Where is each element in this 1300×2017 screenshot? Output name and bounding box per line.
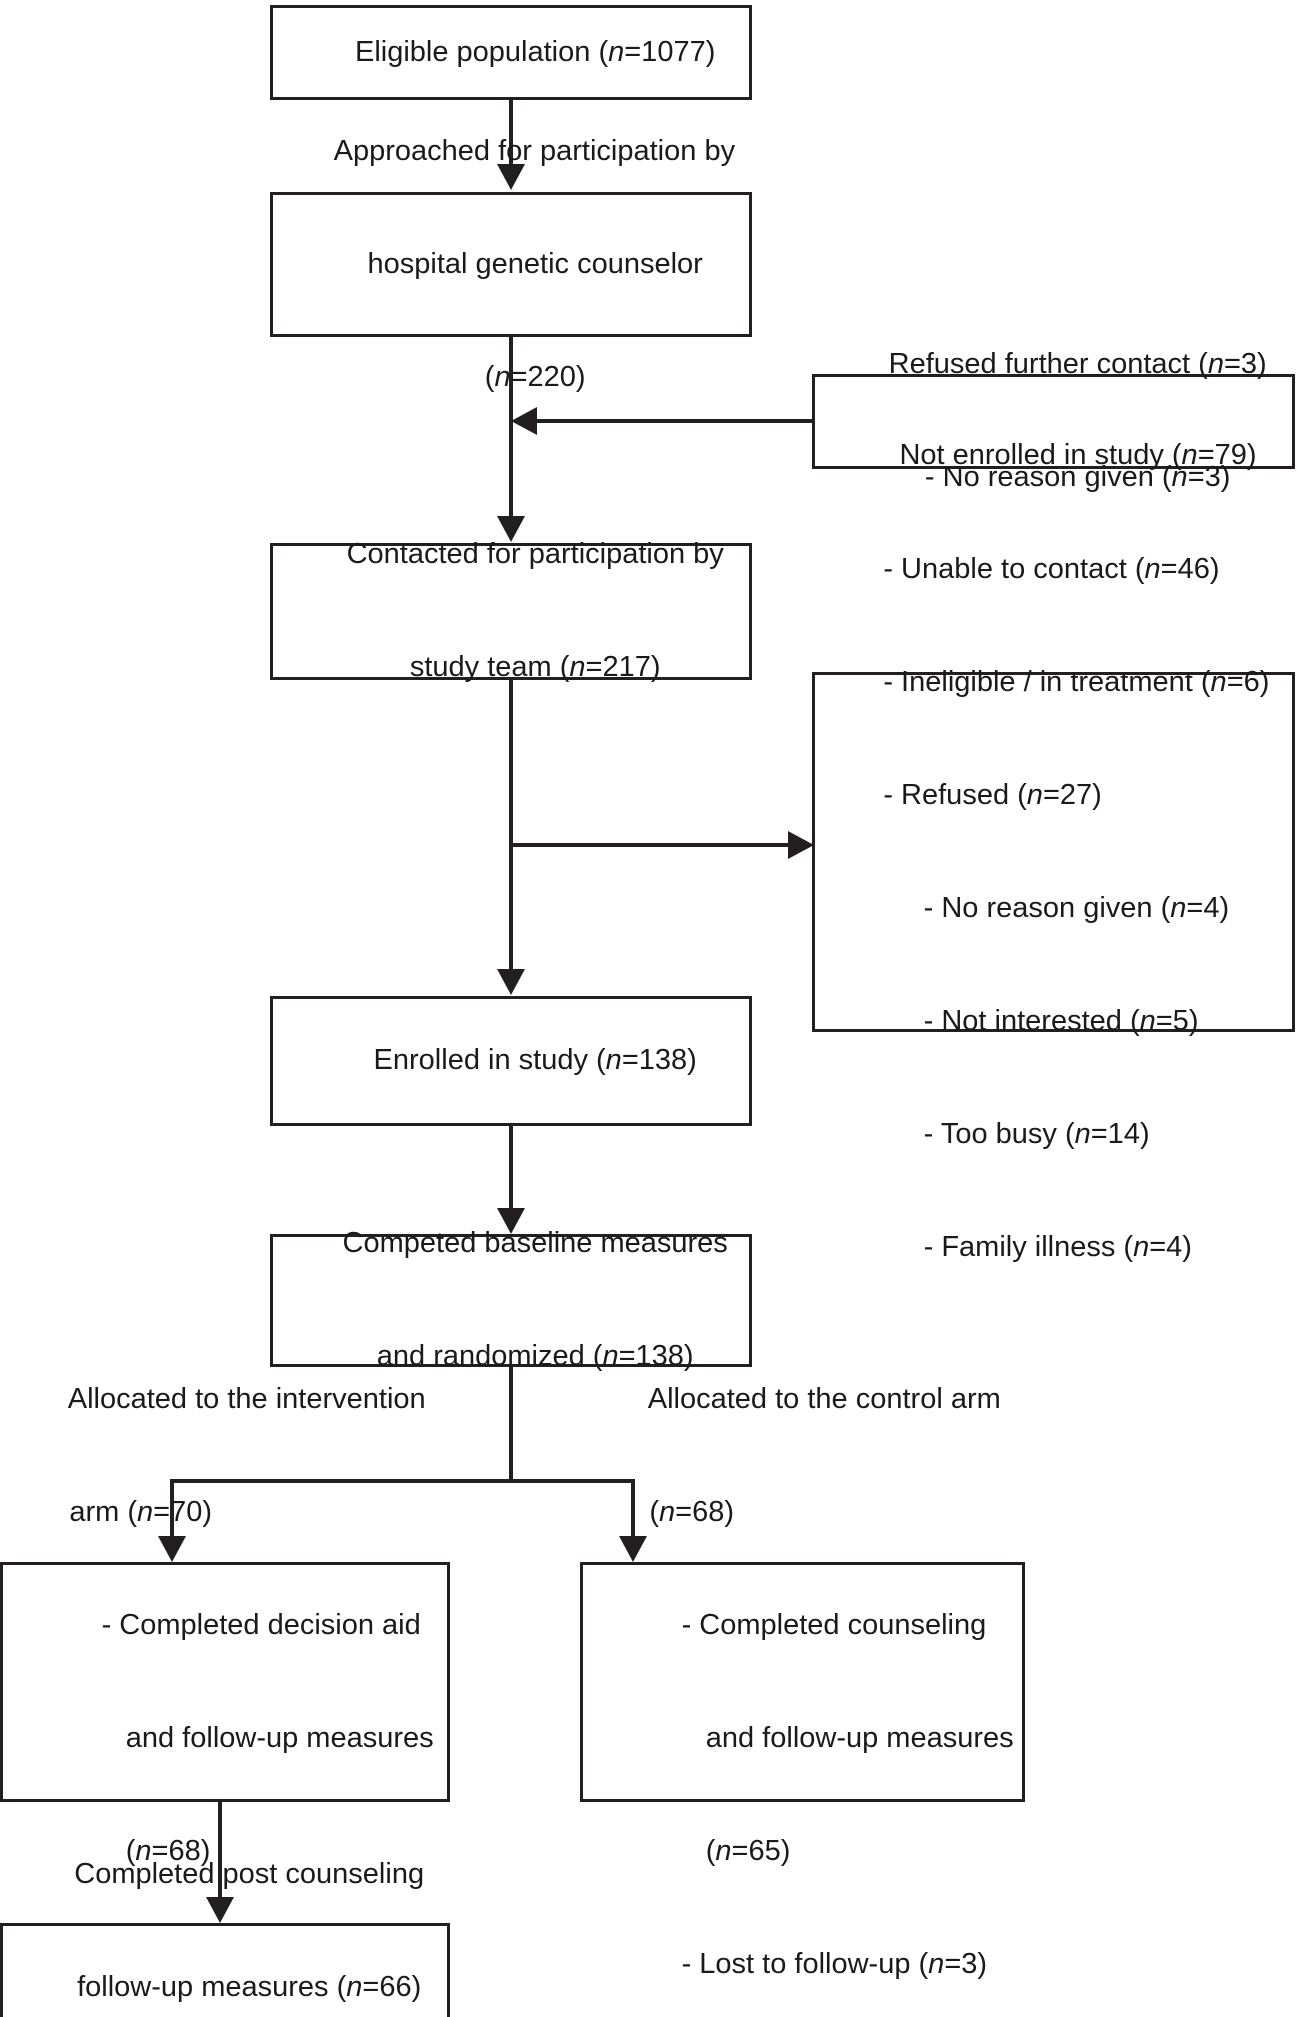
connector-refused-to-spine [525, 419, 815, 423]
node-eligible-population: Eligible population (n=1077) [270, 5, 752, 100]
node-line: Allocated to the control arm [647, 1382, 1001, 1415]
node-line: - Family illness (n=4) [883, 1230, 1192, 1263]
connector-randomized-split-stem [509, 1367, 513, 1483]
node-line: - Not interested (n=5) [883, 1004, 1199, 1037]
connector-eligible-to-approached [509, 100, 513, 166]
node-control-arm: Allocated to the control arm (n=68) - Co… [580, 1383, 1025, 1980]
arrowhead-down [206, 1897, 234, 1923]
node-approached-for-participation: Approached for participation by hospital… [270, 135, 752, 393]
arrowhead-down [497, 969, 525, 995]
node-line: Enrolled in study (n=138) [373, 1044, 697, 1077]
node-refused-further-contact: Refused further contact (n=3) - No reaso… [812, 348, 1295, 493]
node-line: - Ineligible / in treatment (n=6) [883, 665, 1270, 698]
connector-randomized-split-bar [170, 1479, 635, 1483]
node-line: and follow-up measures [649, 1721, 1014, 1754]
node-intervention-arm: Allocated to the intervention arm (n=70)… [0, 1383, 450, 1980]
arrowhead-down [497, 516, 525, 542]
node-line: - Completed decision aid [69, 1608, 421, 1641]
node-line: - Lost to follow-up (n=3) [649, 1947, 988, 1980]
node-line: Approached for participation by [333, 134, 736, 167]
node-post-counseling-followup: Completed post counseling follow-up meas… [0, 1858, 450, 2017]
node-line: Allocated to the intervention [67, 1382, 426, 1415]
node-line: Not enrolled in study (n=79) [883, 439, 1257, 472]
connector-enrolled-to-randomized [509, 1126, 513, 1210]
node-enrolled-in-study: Enrolled in study (n=138) [270, 996, 752, 1126]
arrowhead-down [619, 1536, 647, 1562]
node-line: Refused further contact (n=3) [888, 348, 1267, 381]
node-line: (n=68) [69, 1834, 211, 1867]
arrowhead-left [511, 407, 537, 435]
connector-spine-to-not-enrolled [509, 843, 792, 847]
connector-intervention-to-postcounseling [218, 1802, 222, 1899]
connector-split-branch-right [631, 1479, 635, 1538]
node-line: - Refused (n=27) [883, 778, 1102, 811]
node-baseline-randomized: Competed baseline measures and randomize… [270, 1227, 752, 1372]
node-line: hospital genetic counselor [367, 247, 703, 280]
node-line: - Unable to contact (n=46) [883, 552, 1220, 585]
arrowhead-down [497, 1208, 525, 1234]
node-line: Competed baseline measures [342, 1227, 728, 1260]
node-line: (n=65) [649, 1834, 791, 1867]
node-line: and follow-up measures [69, 1721, 434, 1754]
node-line: (n=68) [649, 1495, 735, 1528]
node-line: - Too busy (n=14) [883, 1117, 1150, 1150]
node-line: - No reason given (n=4) [883, 891, 1230, 924]
node-line: Completed post counseling [74, 1858, 425, 1891]
node-line: follow-up measures (n=66) [77, 1971, 422, 2004]
node-line: Eligible population (n=1077) [354, 35, 716, 68]
node-line: - No reason given (n=3) [924, 461, 1231, 494]
arrowhead-down [158, 1536, 186, 1562]
node-line: study team (n=217) [409, 651, 661, 684]
arrowhead-right [788, 831, 814, 859]
node-line: Contacted for participation by [346, 538, 724, 571]
node-contacted-for-participation: Contacted for participation by study tea… [270, 538, 752, 683]
connector-split-branch-left [170, 1479, 174, 1538]
node-line: arm (n=70) [69, 1495, 213, 1528]
node-line: and randomized (n=138) [376, 1340, 694, 1373]
node-line: (n=220) [484, 360, 586, 393]
arrowhead-down [497, 164, 525, 190]
node-line: - Completed counseling [649, 1608, 987, 1641]
connector-contacted-to-enrolled [509, 680, 513, 971]
node-not-enrolled-in-study: Not enrolled in study (n=79) - Unable to… [812, 439, 1295, 1263]
